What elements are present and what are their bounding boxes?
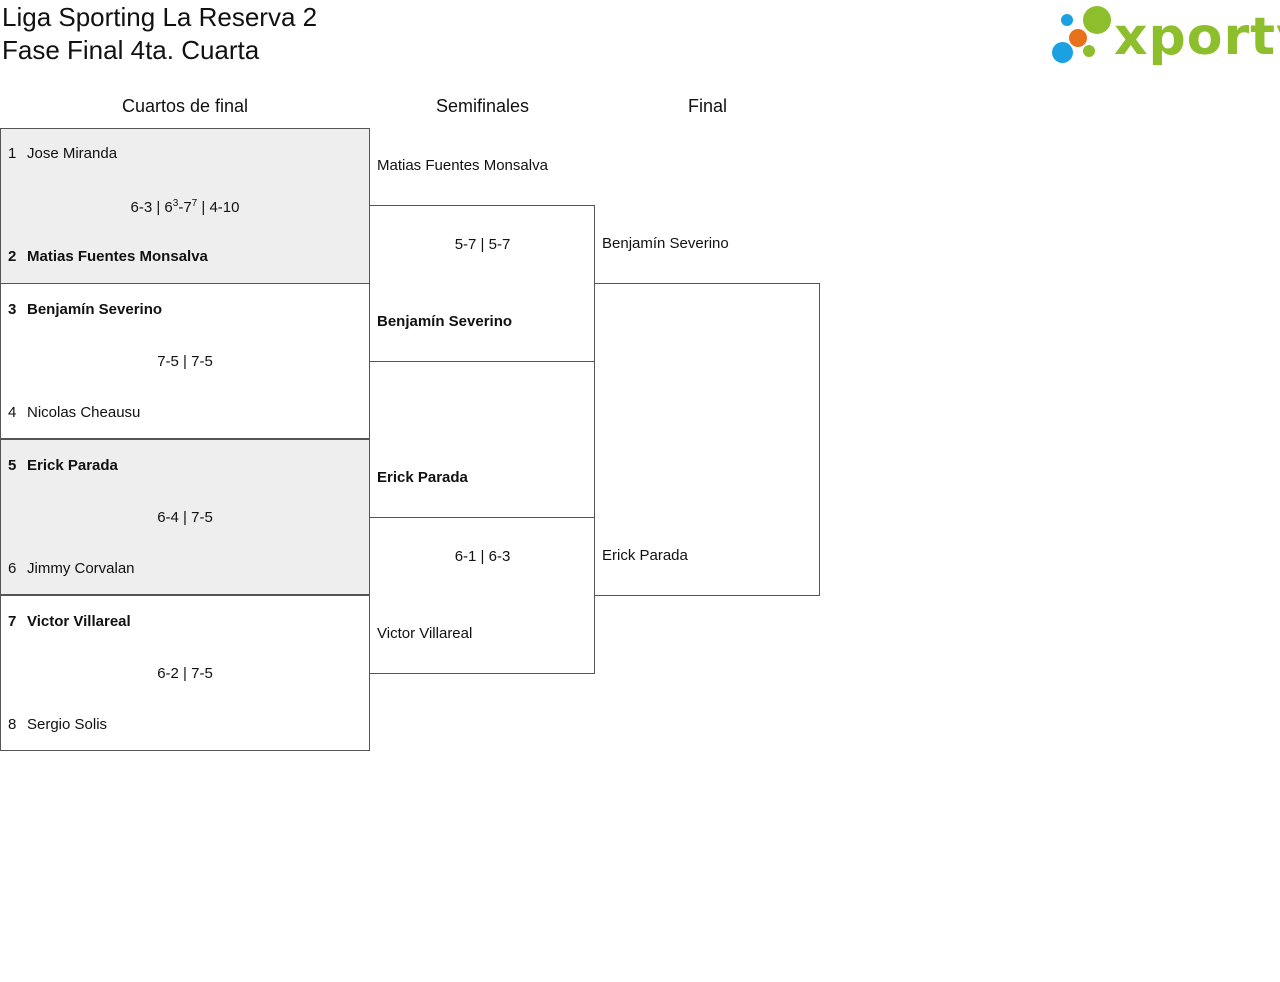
player-name: Jose Miranda	[27, 145, 118, 162]
sf-match-1	[369, 205, 595, 362]
qf3-player-2[interactable]: 6 Jimmy Corvalan	[8, 560, 135, 577]
seed-number: 7	[8, 613, 17, 630]
page-subtitle: Fase Final 4ta. Cuarta	[2, 35, 260, 65]
qf4-score: 6-2 | 7-5	[157, 665, 213, 682]
seed-number: 4	[8, 404, 17, 421]
seed-number: 5	[8, 457, 17, 474]
sf-match-2	[369, 517, 595, 674]
qf4-player-1[interactable]: 7 Victor Villareal	[8, 613, 131, 630]
page-title: Liga Sporting La Reserva 2	[2, 2, 318, 32]
seed-number: 8	[8, 716, 17, 733]
logo-dot-orange	[1069, 29, 1087, 47]
player-name: Matias Fuentes Monsalva	[27, 248, 208, 265]
qf1-player-2[interactable]: 2 Matias Fuentes Monsalva	[8, 248, 208, 265]
seed-number: 6	[8, 560, 17, 577]
qf2-player-1[interactable]: 3 Benjamín Severino	[8, 301, 162, 318]
player-name: Victor Villareal	[27, 613, 131, 630]
qf2-player-2[interactable]: 4 Nicolas Cheausu	[8, 404, 140, 421]
logo-dot-blue-small	[1061, 14, 1073, 26]
qf-match-1	[0, 128, 370, 284]
sf1-score: 5-7 | 5-7	[454, 236, 511, 253]
sf2-score: 6-1 | 6-3	[454, 548, 511, 565]
final-player-1[interactable]: Benjamín Severino	[602, 235, 729, 252]
player-name: Nicolas Cheausu	[27, 404, 141, 421]
sf1-player-1[interactable]: Matias Fuentes Monsalva	[377, 157, 548, 174]
qf-match-3	[0, 439, 370, 595]
qf3-player-1[interactable]: 5 Erick Parada	[8, 457, 118, 474]
xporty-logo[interactable]: xporty	[1052, 5, 1280, 67]
qf1-player-1[interactable]: 1 Jose Miranda	[8, 145, 117, 162]
seed-number: 3	[8, 301, 17, 318]
qf1-score: 6-3 | 63-77 | 4-10	[130, 198, 240, 216]
final-match	[594, 283, 820, 596]
qf3-score: 6-4 | 7-5	[157, 509, 213, 526]
player-name: Sergio Solis	[27, 716, 108, 733]
round-header-final: Final	[687, 96, 727, 116]
logo-dot-green-small	[1083, 45, 1095, 57]
player-name: Jimmy Corvalan	[27, 560, 135, 577]
logo-dot-green-large	[1083, 6, 1111, 34]
sf2-player-2[interactable]: Victor Villareal	[377, 625, 473, 642]
round-header-semifinals: Semifinales	[435, 96, 530, 116]
qf2-score: 7-5 | 7-5	[157, 353, 213, 370]
final-player-2[interactable]: Erick Parada	[602, 547, 688, 564]
seed-number: 1	[8, 145, 17, 162]
sf1-player-2[interactable]: Benjamín Severino	[377, 313, 513, 330]
logo-wordmark: xporty	[1114, 7, 1280, 67]
qf4-player-2[interactable]: 8 Sergio Solis	[8, 716, 107, 733]
sf2-player-1[interactable]: Erick Parada	[377, 469, 468, 486]
player-name: Erick Parada	[27, 457, 118, 474]
seed-number: 2	[8, 248, 17, 265]
logo-dot-blue	[1052, 42, 1073, 63]
player-name: Benjamín Severino	[27, 301, 163, 318]
round-header-quarterfinals: Cuartos de final	[121, 96, 249, 116]
